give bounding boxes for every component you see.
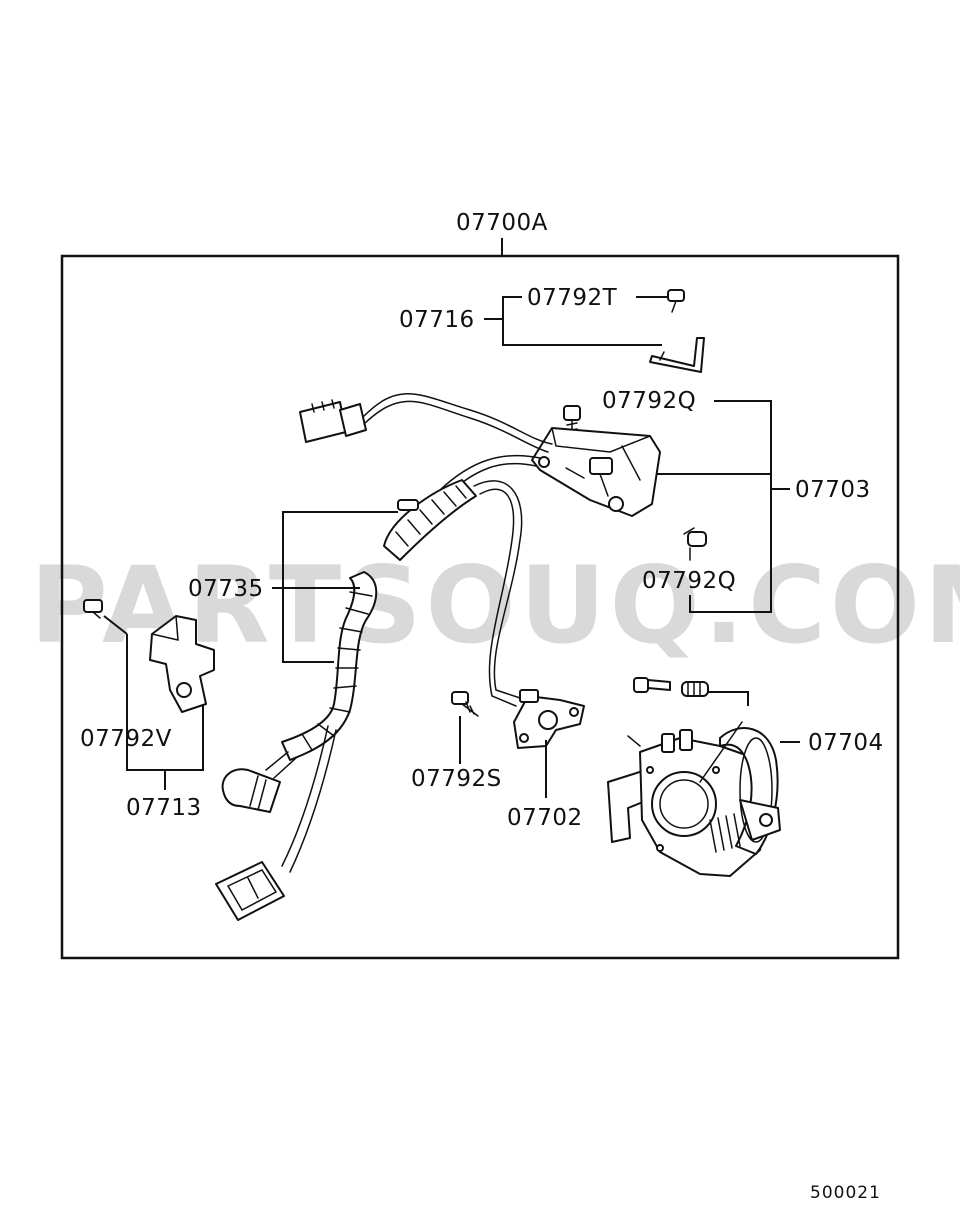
label-07716[interactable]: 07716 — [399, 307, 475, 333]
connector-lower-2[interactable] — [215, 861, 285, 921]
throttle-body-07704-group: 07704 — [607, 677, 884, 877]
wiring-harness — [215, 393, 553, 921]
tube-07735-lower[interactable] — [281, 571, 378, 761]
label-07792V[interactable]: 07792V — [80, 726, 172, 752]
label-07700A[interactable]: 07700A — [456, 210, 548, 236]
connector-top[interactable] — [299, 399, 367, 443]
boot-07735-upper[interactable] — [383, 479, 477, 561]
diagram-number: 500021 — [810, 1183, 881, 1203]
label-07792Q-top[interactable]: 07792Q — [602, 388, 696, 414]
screw-07792S[interactable] — [451, 691, 479, 717]
label-07792T[interactable]: 07792T — [527, 285, 618, 311]
label-07735[interactable]: 07735 — [188, 576, 264, 602]
label-07704[interactable]: 07704 — [808, 730, 884, 756]
spring-07704[interactable] — [681, 681, 709, 697]
label-07713[interactable]: 07713 — [126, 795, 202, 821]
label-07702[interactable]: 07702 — [507, 805, 583, 831]
sensor-07702-group: 07792S 07702 — [411, 689, 585, 831]
screw-07792T[interactable] — [667, 289, 685, 313]
label-07792S[interactable]: 07792S — [411, 766, 502, 792]
sensor-07702[interactable] — [513, 689, 585, 749]
screw-07792Q-mid[interactable] — [683, 527, 707, 561]
assembly-border — [60, 254, 900, 960]
callout-07735: 07735 — [188, 511, 398, 663]
label-07703[interactable]: 07703 — [795, 477, 871, 503]
connector-lower-1[interactable] — [221, 768, 281, 813]
bracket-07716[interactable] — [649, 337, 705, 373]
bracket-07713[interactable] — [149, 615, 215, 713]
sensor-07703[interactable] — [531, 427, 661, 517]
bracket-07713-group: 07792V 07713 — [80, 599, 215, 821]
label-07792Q-mid[interactable]: 07792Q — [642, 568, 736, 594]
sensor-07703-group: 07792Q 07703 07792Q — [531, 388, 871, 613]
bolt-07704[interactable] — [633, 677, 671, 693]
bracket-07716-group: 07716 07792T — [399, 285, 705, 373]
throttle-body-07704[interactable] — [607, 721, 781, 877]
screw-07792V[interactable] — [83, 599, 103, 619]
